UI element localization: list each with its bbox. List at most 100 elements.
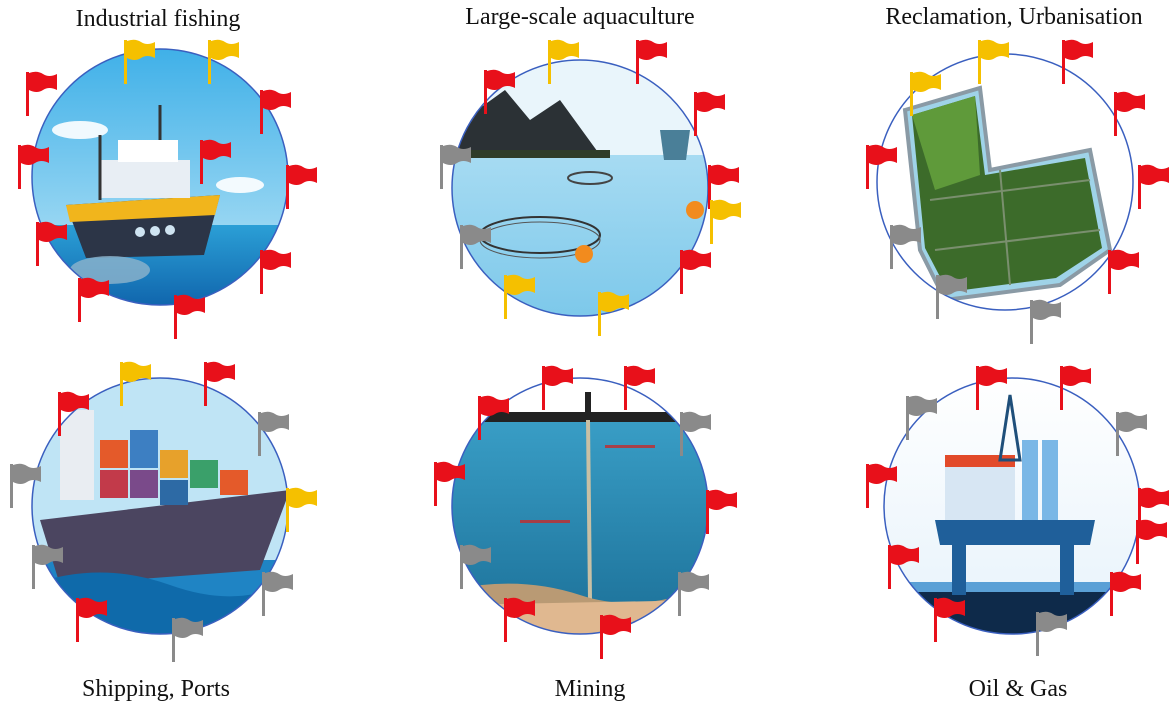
- flag-red: [1136, 519, 1167, 564]
- flag-red: [174, 294, 205, 339]
- flag-cloth: [261, 411, 289, 432]
- flag-pole: [1030, 300, 1033, 344]
- flag-red: [888, 544, 919, 589]
- flag-grey: [258, 411, 289, 456]
- flag-grey: [890, 224, 921, 269]
- flag-pole: [548, 40, 551, 84]
- flag-red: [636, 39, 667, 84]
- flag-cloth: [981, 39, 1009, 60]
- panel-title-aquaculture: Large-scale aquaculture: [465, 4, 695, 30]
- flag-cloth: [263, 89, 291, 110]
- flag-red: [624, 365, 655, 410]
- flag-cloth: [683, 411, 711, 432]
- flag-cloth: [443, 144, 471, 165]
- flag-cloth: [869, 144, 897, 165]
- flag-red: [78, 277, 109, 322]
- flag-cloth: [21, 144, 49, 165]
- panel-title-industrial-fishing: Industrial fishing: [75, 6, 241, 32]
- flag-cloth: [35, 544, 63, 565]
- flag-pole: [36, 222, 39, 266]
- flag-red: [26, 71, 57, 116]
- flag-red: [478, 395, 509, 440]
- flag-pole: [286, 165, 289, 209]
- flag-pole: [32, 545, 35, 589]
- flag-cloth: [463, 544, 491, 565]
- flag-cloth: [937, 597, 965, 618]
- flag-cloth: [979, 365, 1007, 386]
- flag-cloth: [913, 71, 941, 92]
- flag-cloth: [939, 274, 967, 295]
- flag-red: [600, 614, 631, 659]
- flag-cloth: [79, 597, 107, 618]
- panel-illustration-reclamation: [877, 55, 1133, 310]
- flag-cloth: [265, 571, 293, 592]
- flag-cloth: [289, 164, 317, 185]
- flag-cloth: [1065, 39, 1093, 60]
- flag-grey: [1030, 299, 1061, 344]
- flag-pole: [936, 275, 939, 319]
- flag-cloth: [869, 463, 897, 484]
- flag-cloth: [487, 69, 515, 90]
- flag-cloth: [13, 463, 41, 484]
- flag-red: [706, 489, 737, 534]
- flag-pole: [542, 366, 545, 410]
- flag-pole: [440, 145, 443, 189]
- flag-pole: [434, 462, 437, 506]
- panel-title-oil-gas: Oil & Gas: [968, 676, 1068, 702]
- flag-cloth: [603, 614, 631, 635]
- flag-pole: [120, 362, 123, 406]
- flags-layer: [10, 39, 1169, 662]
- flag-red: [976, 365, 1007, 410]
- flag-grey: [936, 274, 967, 319]
- flag-grey: [678, 571, 709, 616]
- flag-cloth: [203, 139, 231, 160]
- flag-pole: [1110, 572, 1113, 616]
- flag-yellow: [124, 39, 155, 84]
- flag-pole: [710, 200, 713, 244]
- flag-red: [260, 249, 291, 294]
- flag-red: [76, 597, 107, 642]
- flag-pole: [694, 92, 697, 136]
- flag-yellow: [598, 291, 629, 336]
- flag-cloth: [709, 489, 737, 510]
- flag-pole: [1116, 412, 1119, 456]
- flag-cloth: [683, 249, 711, 270]
- flag-red: [1138, 487, 1169, 532]
- flag-red: [694, 91, 725, 136]
- flag-yellow: [208, 39, 239, 84]
- flag-red: [484, 69, 515, 114]
- flag-pole: [888, 545, 891, 589]
- flag-pole: [1108, 250, 1111, 294]
- flag-pole: [910, 72, 913, 116]
- flag-red: [260, 89, 291, 134]
- flag-yellow: [710, 199, 741, 244]
- flag-pole: [680, 250, 683, 294]
- flag-pole: [262, 572, 265, 616]
- flag-pole: [680, 412, 683, 456]
- flag-pole: [976, 366, 979, 410]
- flag-pole: [286, 488, 289, 532]
- flag-cloth: [1113, 571, 1141, 592]
- flag-cloth: [437, 461, 465, 482]
- flag-pole: [174, 295, 177, 339]
- flag-pole: [1114, 92, 1117, 136]
- flag-cloth: [545, 365, 573, 386]
- flag-pole: [706, 490, 709, 534]
- flag-pole: [208, 40, 211, 84]
- flag-pole: [1036, 612, 1039, 656]
- flag-pole: [76, 598, 79, 642]
- flag-red: [504, 597, 535, 642]
- flag-red: [680, 249, 711, 294]
- flag-cloth: [1119, 411, 1147, 432]
- flag-grey: [1116, 411, 1147, 456]
- flag-grey: [460, 224, 491, 269]
- flag-pole: [1136, 520, 1139, 564]
- flag-yellow: [286, 487, 317, 532]
- flag-cloth: [177, 294, 205, 315]
- flag-grey: [1036, 611, 1067, 656]
- flag-pole: [624, 366, 627, 410]
- panel-title-reclamation: Reclamation, Urbanisation: [885, 4, 1143, 30]
- flag-cloth: [263, 249, 291, 270]
- flag-red: [18, 144, 49, 189]
